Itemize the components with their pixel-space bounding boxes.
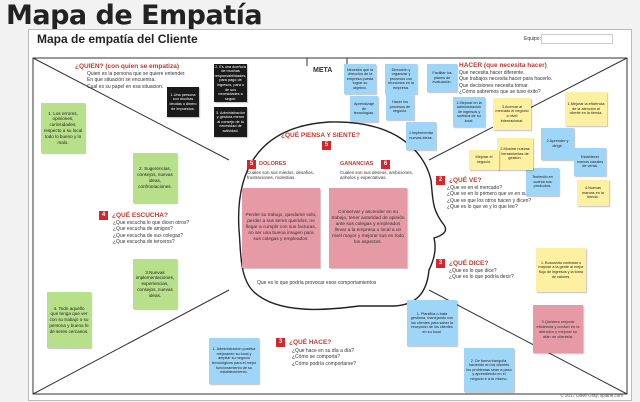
hace-line: ¿Cómo podría comportarse? bbox=[292, 360, 356, 367]
sticky-note-black[interactable]: 1.Una persona con muchas deudas o dinero… bbox=[167, 87, 199, 117]
dice-line: ¿Que es lo que dice? bbox=[449, 268, 497, 274]
quien-line: En que situación se encuentra. bbox=[87, 77, 156, 84]
sticky-note-yellow[interactable]: 1.Mejorar la eficiencia de la atención a… bbox=[565, 92, 607, 126]
sticky-note-green[interactable]: 3.Nuevas implementaciones, experiencias,… bbox=[133, 259, 177, 309]
ve-line: ¿Que ve en lo primero que ve en su ambie… bbox=[447, 191, 552, 198]
hace-line: ¿Cómo se comporta? bbox=[292, 354, 341, 361]
escucha-questions: ¿Que escucha lo que dicen otros? ¿Que es… bbox=[113, 220, 189, 245]
quien-heading: ¿QUIEN? (con quien se empatiza) bbox=[75, 63, 180, 70]
sticky-note-black[interactable]: 2. Es una dueño/a de muchas responsabili… bbox=[214, 64, 247, 102]
sticky-note-ganancias[interactable]: Conservar y ascender en su trabajo, tene… bbox=[329, 188, 407, 268]
ganancias-label: GANANCIAS bbox=[340, 161, 374, 167]
provocar-line: Que es lo que podría provocar esos compo… bbox=[257, 280, 377, 286]
sticky-note-blue[interactable]: Facilitar los planes de evaluación. bbox=[427, 64, 457, 92]
escucha-line: ¿Que escucha de amigos? bbox=[113, 226, 173, 233]
meta-label: META bbox=[313, 67, 333, 74]
sticky-note-black[interactable]: 3. Administración y gestora menor al con… bbox=[214, 107, 247, 137]
hacer-heading: HACER (que necesita hacer) bbox=[459, 62, 547, 69]
dice-line: ¿Que es lo que podría decir? bbox=[449, 274, 514, 281]
quien-questions: Quien es la persona que se quiere entend… bbox=[87, 71, 186, 90]
escucha-line: ¿Que escucha de sus colegas? bbox=[113, 232, 184, 239]
hacer-line: Que trabajos necesita hacer para hacerlo… bbox=[459, 76, 553, 83]
ve-number-badge: 2 bbox=[436, 176, 445, 185]
hacer-line: Que necesita hacer diferente. bbox=[459, 70, 525, 76]
hacer-line: Que decisiones necesita tomar. bbox=[459, 82, 529, 89]
sticky-note-green[interactable]: 1. Los errores, opiniones, curiosidades,… bbox=[41, 103, 85, 153]
sticky-note-blue[interactable]: 1. Administración positiva mejorando su … bbox=[209, 338, 259, 384]
sticky-note-blue[interactable]: Dirección y organizar y procesos con reu… bbox=[385, 64, 417, 94]
board-subtitle: Mapa de empatía del Cliente bbox=[37, 32, 198, 46]
sticky-note-blue[interactable]: 1. Planifica o trata gestiona, manejando… bbox=[407, 300, 457, 346]
quien-line: Quien es la persona que se quiere entend… bbox=[87, 71, 186, 77]
dice-number-badge: 3 bbox=[436, 259, 445, 268]
sticky-note-green[interactable]: 4. Todo aquello que tenga que ver con su… bbox=[47, 292, 91, 348]
escucha-line: ¿Que escucha lo que dicen otros? bbox=[113, 220, 190, 226]
sticky-note-yellow[interactable]: 2.Mostrar nuevas herramientas de gestión… bbox=[497, 138, 533, 170]
equipo-input[interactable] bbox=[541, 34, 613, 44]
sticky-note-blue[interactable]: Hacer los procesos de negocio. bbox=[386, 94, 414, 120]
hace-line: ¿Que hace en su día a día? bbox=[292, 348, 354, 354]
ve-heading: ¿QUÉ VE? bbox=[449, 177, 482, 184]
sticky-note-blue[interactable]: 2. De forma tranquila, haciendo en los c… bbox=[464, 348, 514, 392]
sticky-note-dolores[interactable]: Perder su trabajo, quedarse solo, perder… bbox=[242, 188, 320, 268]
sticky-note-blue[interactable]: 1.Mejorar en la administración de ingres… bbox=[453, 97, 485, 127]
escucha-line: ¿Que escucha de terceros? bbox=[113, 238, 175, 245]
sticky-note-blue[interactable]: 2.Aprender y dirigir. bbox=[541, 128, 574, 160]
escucha-heading: ¿QUÉ ESCUCHA? bbox=[112, 212, 168, 219]
copyright-footer: © 2017 Dave Gray, xplane.com bbox=[560, 393, 623, 398]
dice-heading: ¿QUÉ DICE? bbox=[449, 260, 489, 267]
dice-questions: ¿Que es lo que dice? ¿Que es lo que podr… bbox=[449, 268, 514, 281]
provocar-text: Que es lo que podría provocar esos compo… bbox=[257, 280, 376, 286]
hace-questions: ¿Que hace en su día a día? ¿Cómo se comp… bbox=[292, 348, 356, 367]
ganancias-text: Cuales son sus deseos, ambiciones, anhel… bbox=[340, 170, 414, 181]
sticky-note-yellow[interactable]: 3.Acercar al mercado el negocio a nivel … bbox=[493, 98, 531, 130]
dolores-text: Cuales son sus miedos, desafios, frustra… bbox=[247, 170, 315, 181]
sticky-note-blue[interactable]: Teniendo en cuenta sus productos. bbox=[526, 168, 559, 196]
ve-questions: ¿Que ve en el mercado? ¿Que ve en lo pri… bbox=[447, 185, 552, 210]
page-title: Mapa de Empatía bbox=[6, 0, 263, 31]
ve-line: ¿Que es lo que ve y lo que lee? bbox=[447, 203, 518, 210]
piensa-heading: ¿QUÉ PIENSA Y SIENTE? bbox=[281, 132, 360, 139]
quien-line: Cual es su papel en esa situacion. bbox=[87, 83, 164, 90]
sticky-note-blue[interactable]: 1.Implementar nuevas ideas. bbox=[406, 122, 436, 150]
empathy-map-board: Mapa de empatía del Cliente Equipo: ¿QUI… bbox=[28, 29, 632, 401]
ganancias-number-badge: 6 bbox=[381, 160, 390, 169]
hace-heading: ¿QUÉ HACE? bbox=[289, 339, 332, 346]
sticky-note-blue[interactable]: Necesita que la dirección de la empresa … bbox=[344, 64, 376, 94]
sticky-note-yellow[interactable]: 4.Nuevas marcas en la tienda. bbox=[577, 180, 609, 206]
piensa-number-badge: 5 bbox=[322, 141, 331, 150]
hacer-line: ¿Cómo sabremos que se tuvo éxito? bbox=[459, 88, 541, 95]
hacer-questions: Que necesita hacer diferente. Que trabaj… bbox=[459, 70, 552, 95]
equipo-label: Equipo: bbox=[524, 36, 541, 42]
sticky-note-pink[interactable]: 3.Quisiera mejorar eficiencia y confort … bbox=[533, 305, 583, 353]
escucha-number-badge: 4 bbox=[99, 211, 108, 220]
dolores-label: DOLORES bbox=[259, 161, 287, 167]
hace-number-badge: 3 bbox=[276, 338, 285, 347]
sticky-note-blue[interactable]: Establecer nuevos canales de venta. bbox=[574, 148, 606, 176]
sticky-note-yellow[interactable]: Mejorar el negocio. bbox=[469, 150, 499, 170]
sticky-note-blue[interactable]: Aprendizaje de tecnologías. bbox=[350, 96, 378, 122]
sticky-note-yellow[interactable]: 1. Buscando contratar o mejorar a la gen… bbox=[536, 248, 586, 292]
dolores-number-badge: 5 bbox=[247, 160, 256, 169]
ve-line: ¿Que ve en el mercado? bbox=[447, 185, 503, 191]
ve-line: ¿Que ve que los otros hacen y dicen? bbox=[447, 197, 532, 204]
sticky-note-green[interactable]: 2. Sugerencias, consejos, nuevas ideas, … bbox=[133, 153, 177, 203]
